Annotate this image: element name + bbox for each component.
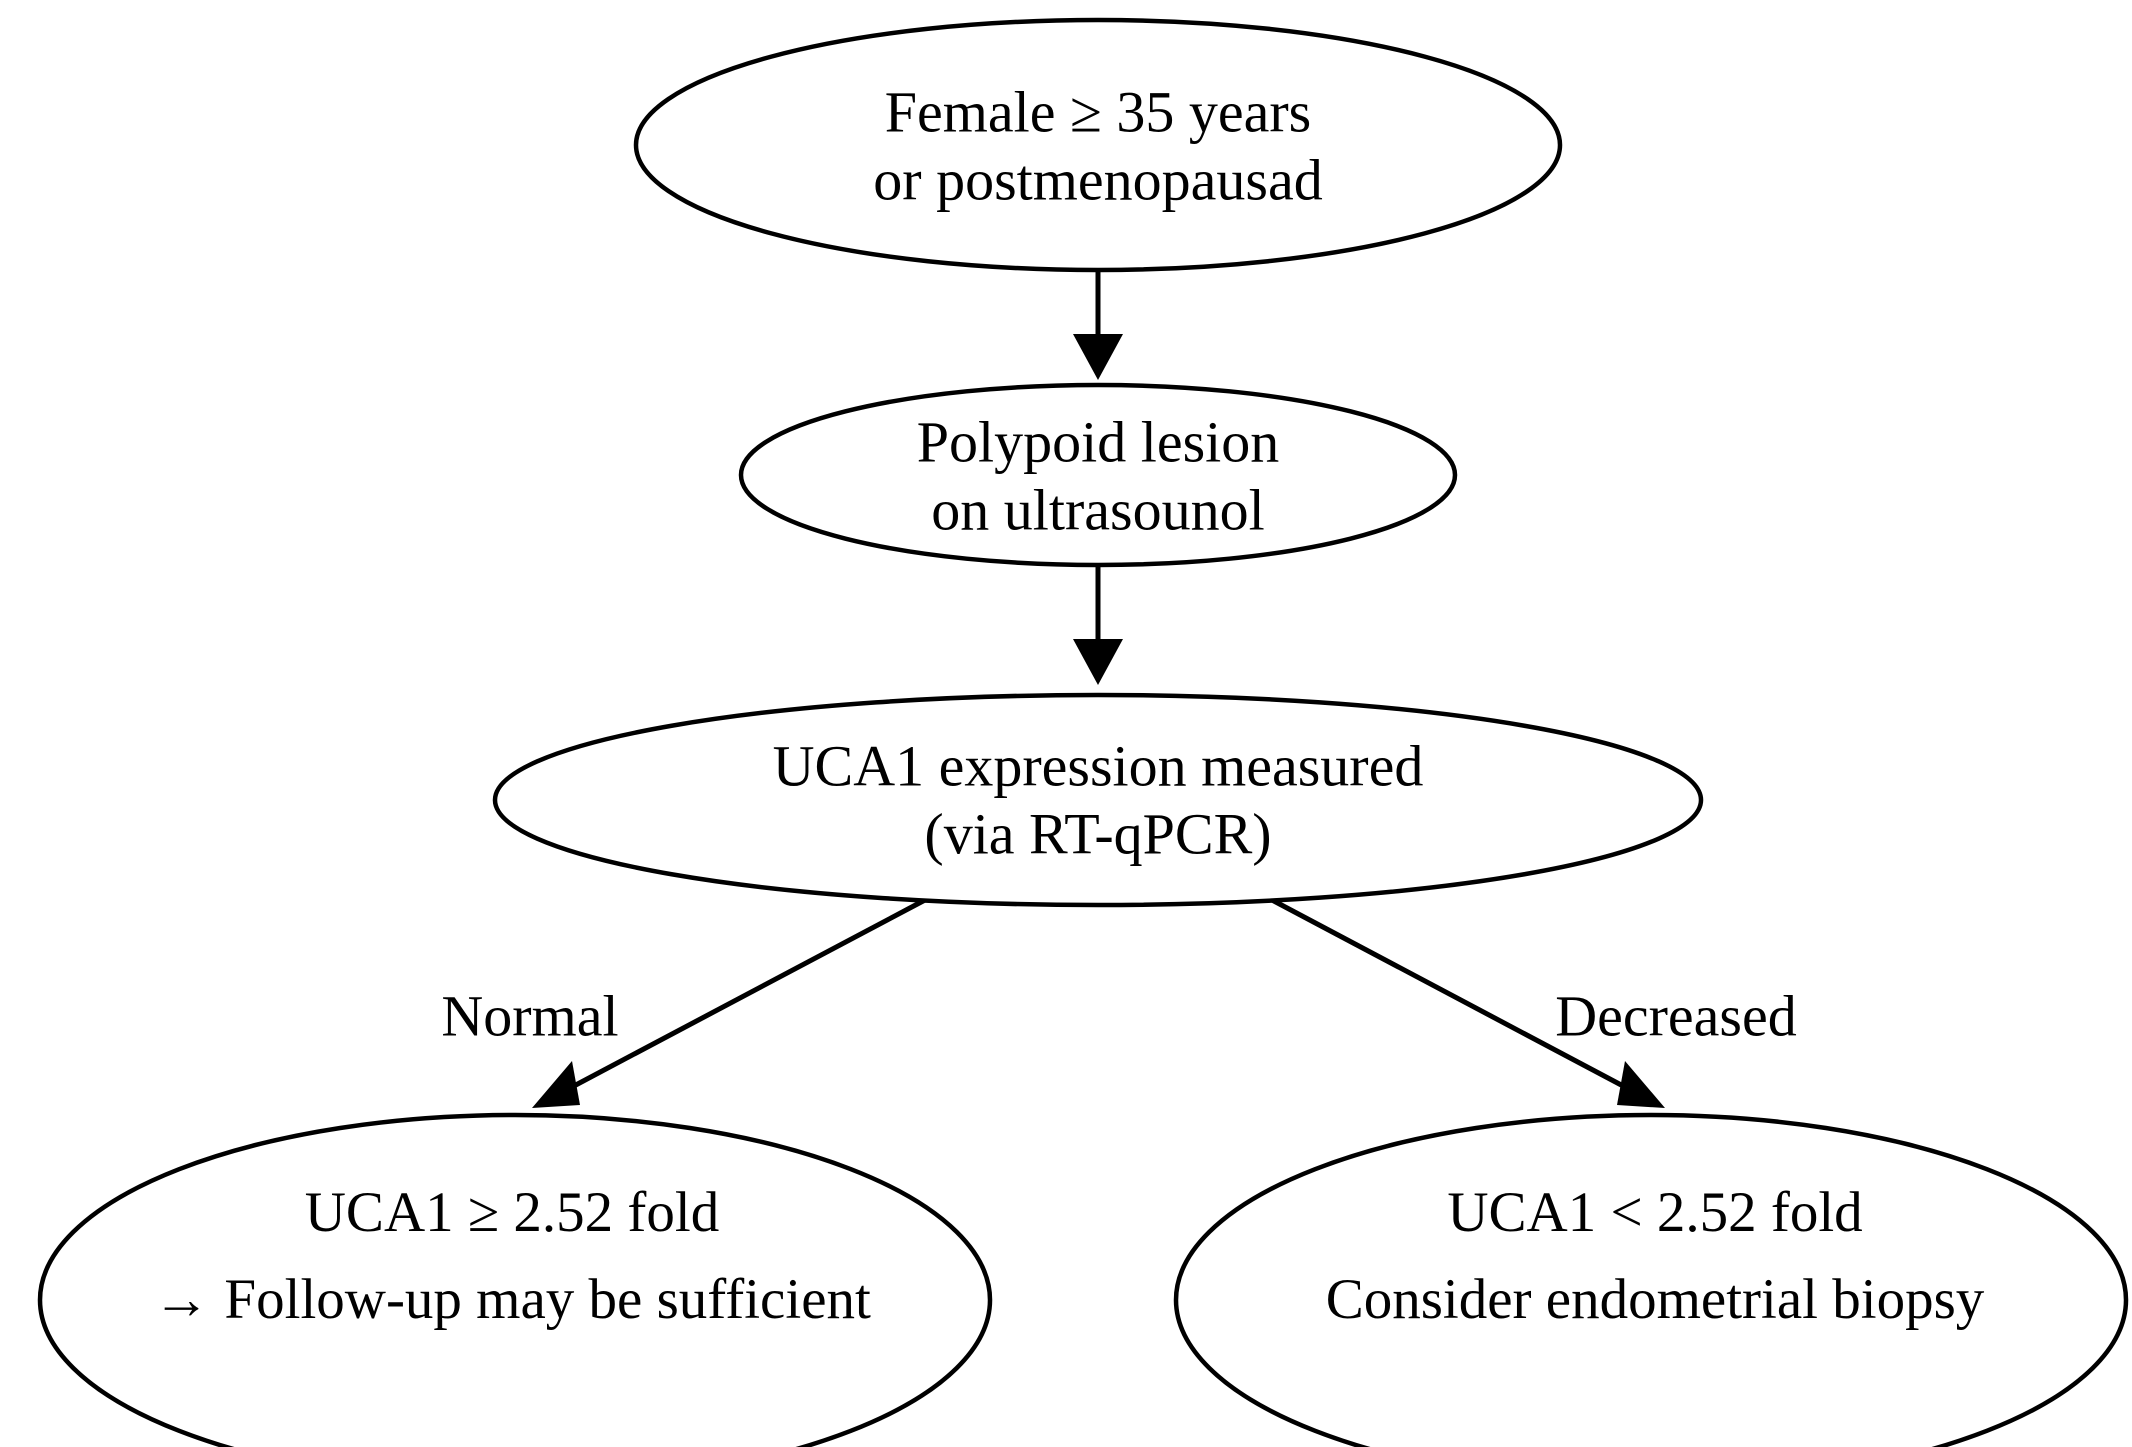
arrowhead-icon-3 xyxy=(532,1061,580,1108)
node-patient-criteria[interactable]: Female ≥ 35 years or postmenopausad xyxy=(633,17,1563,273)
node-normal-outcome-line-2: → Follow-up may be sufficient xyxy=(153,1268,871,1331)
node-polypoid-lesion-ellipse[interactable] xyxy=(738,382,1458,568)
edge-label-decreased: Decreased xyxy=(1555,983,1797,1048)
node-polypoid-lesion-line-1: Polypoid lesion xyxy=(917,409,1280,474)
node-uca1-measurement-line-1: UCA1 expression measured xyxy=(773,733,1424,798)
node-uca1-measurement-ellipse[interactable] xyxy=(492,692,1704,908)
node-patient-criteria-line-2: or postmenopausad xyxy=(873,147,1322,212)
node-decreased-outcome-line-1: UCA1 < 2.52 fold xyxy=(1447,1181,1862,1244)
edge-patient-to-lesion xyxy=(1073,260,1123,380)
edge-label-normal: Normal xyxy=(441,983,618,1048)
edge-measure-to-normal xyxy=(532,897,927,1108)
arrowhead-icon-1 xyxy=(1073,334,1123,380)
node-polypoid-lesion-line-2: on ultrasounol xyxy=(931,477,1264,542)
node-decreased-outcome[interactable]: UCA1 < 2.52 fold Consider endometrial bi… xyxy=(1173,1112,2129,1447)
node-decreased-outcome-ellipse[interactable] xyxy=(1173,1112,2129,1447)
edge-measure-to-decreased xyxy=(1270,897,1665,1108)
edge-line-4 xyxy=(1270,897,1627,1090)
edge-line-3 xyxy=(570,897,927,1090)
node-normal-outcome-ellipse[interactable] xyxy=(37,1112,993,1447)
edge-lesion-to-measure xyxy=(1073,565,1123,685)
node-decreased-outcome-line-2: Consider endometrial biopsy xyxy=(1326,1268,1985,1331)
node-uca1-measurement[interactable]: UCA1 expression measured (via RT-qPCR) xyxy=(492,692,1704,908)
arrowhead-icon-2 xyxy=(1073,639,1123,685)
node-polypoid-lesion[interactable]: Polypoid lesion on ultrasounol xyxy=(738,382,1458,568)
node-normal-outcome[interactable]: UCA1 ≥ 2.52 fold → Follow-up may be suff… xyxy=(37,1112,993,1447)
arrowhead-icon-4 xyxy=(1617,1061,1665,1108)
node-patient-criteria-ellipse[interactable] xyxy=(633,17,1563,273)
node-normal-outcome-line-1: UCA1 ≥ 2.52 fold xyxy=(305,1181,719,1244)
node-patient-criteria-line-1: Female ≥ 35 years xyxy=(885,79,1311,144)
node-uca1-measurement-line-2: (via RT-qPCR) xyxy=(924,801,1271,866)
